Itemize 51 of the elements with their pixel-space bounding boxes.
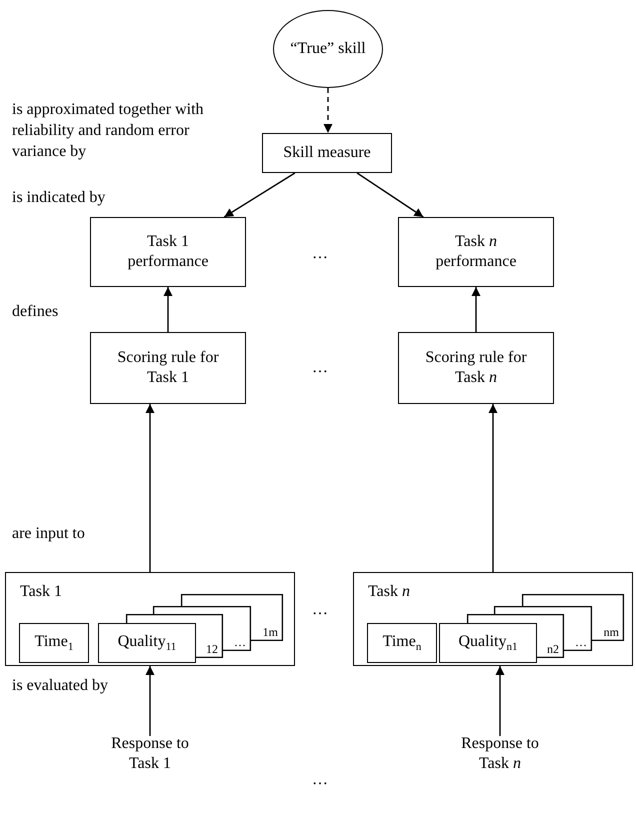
ellipsis-text: … <box>312 358 328 378</box>
node-label: Task 1 performance <box>126 232 210 272</box>
arrow <box>472 287 480 332</box>
arrow <box>356 172 424 218</box>
arrow <box>224 172 296 218</box>
node-label: “True” skill <box>290 39 366 59</box>
arrow <box>146 404 154 572</box>
arrow <box>496 666 504 736</box>
node-label: Response to Task n <box>460 734 540 774</box>
relation-text: are input to <box>12 524 85 544</box>
group-title: Task 1 <box>20 583 62 601</box>
process-box <box>398 217 554 287</box>
process-box <box>98 623 196 663</box>
node-label: Scoring rule for Task n <box>425 348 527 388</box>
task-group-box <box>353 572 633 666</box>
process-box <box>90 332 246 404</box>
node-label: Quality$_{11}$ <box>118 632 176 654</box>
node-label: 12 <box>206 643 218 655</box>
node-label: Quality$_{n1}$ <box>458 632 518 654</box>
node-label: Time$_{1}$ <box>34 632 74 654</box>
process-box <box>439 623 537 663</box>
process-box <box>262 133 392 173</box>
arrow <box>146 666 154 736</box>
node-label: 1m <box>262 626 278 638</box>
node-label: … <box>575 636 587 648</box>
process-box <box>398 332 554 404</box>
node-label: Response to Task 1 <box>110 734 190 774</box>
task-group-box <box>5 572 295 666</box>
relation-text: is approximated together with reliability and random error variance by <box>12 100 205 162</box>
process-box <box>19 623 89 663</box>
process-box <box>367 623 437 663</box>
node-label: … <box>234 636 246 648</box>
process-box <box>90 217 246 287</box>
node-label: nm <box>604 626 619 638</box>
relation-text: is evaluated by <box>12 676 108 696</box>
node-label: Scoring rule for Task 1 <box>117 348 219 388</box>
ellipsis-text: … <box>312 600 328 620</box>
group-title: Task n <box>368 583 410 601</box>
arrow <box>324 88 332 133</box>
relation-text: defines <box>12 302 58 322</box>
stacked-card <box>181 594 283 641</box>
arrow <box>488 404 498 572</box>
ellipsis-text: … <box>312 770 328 790</box>
node-label: Task n performance <box>434 232 518 272</box>
node-label: Time$_{n}$ <box>382 632 422 654</box>
relation-text: is indicated by <box>12 188 106 208</box>
node-label: Skill measure <box>283 143 371 163</box>
node-label: n2 <box>547 643 559 655</box>
arrow <box>164 287 172 332</box>
ellipsis-text: … <box>312 244 328 264</box>
stacked-card <box>522 594 624 641</box>
